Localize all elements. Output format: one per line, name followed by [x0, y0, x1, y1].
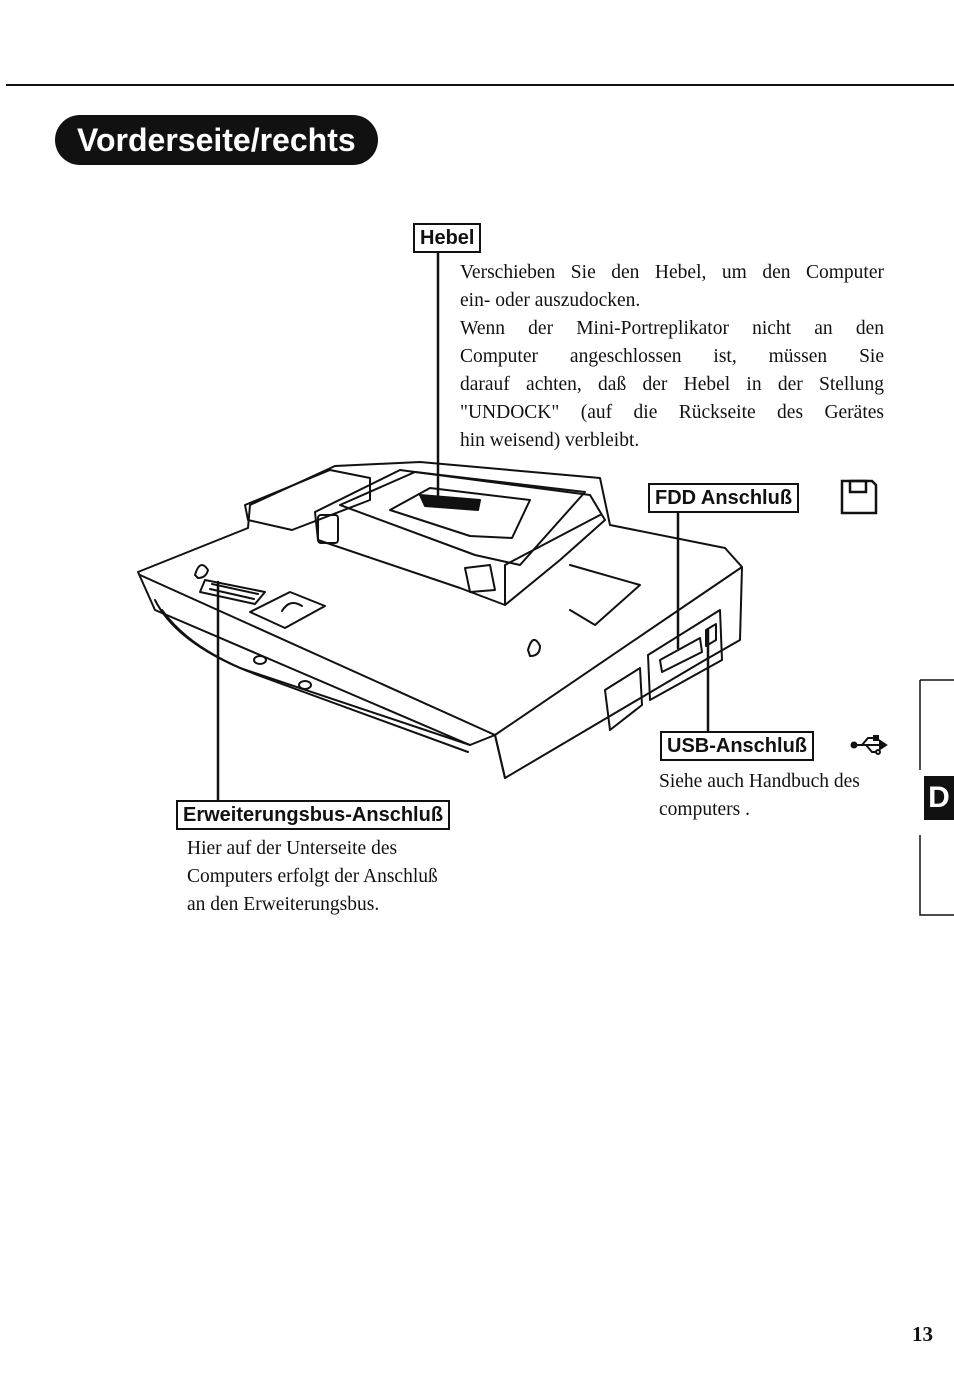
pin-center: [527, 639, 541, 657]
erweiterung-line: Computers erfolgt der Anschluß: [187, 866, 438, 887]
section-title: Vorderseite/rechts: [55, 115, 378, 165]
side-lock-lever: [604, 667, 643, 731]
front-led-1: [253, 655, 267, 665]
usb-label: USB-Anschluß: [660, 731, 814, 761]
dock-platform-top: [339, 471, 586, 566]
fdd-port: [659, 637, 703, 673]
usb-description: Siehe auch Handbuch des computers .: [659, 768, 909, 824]
hebel-line: Computer angeschlossen ist, müssen Sie: [460, 346, 884, 367]
usb-line: Siehe auch Handbuch des: [659, 771, 860, 792]
cover-plate: [249, 591, 326, 629]
usb-line: computers .: [659, 799, 750, 820]
dock-platform-side: [504, 514, 601, 606]
pin-left: [194, 564, 209, 579]
page-number: 13: [912, 1322, 933, 1346]
erweiterung-description: Hier auf der Unterseite des Computers er…: [187, 835, 507, 919]
erweiterung-line: an den Erweiterungsbus.: [187, 894, 380, 915]
hebel-line: hin weisend) verbleibt.: [460, 430, 640, 451]
expansion-connector: [199, 579, 266, 605]
hebel-line: "UNDOCK" (auf die Rückseite des Gerätes: [460, 402, 884, 423]
hebel-label: Hebel: [413, 223, 482, 253]
side-tab-frame: [919, 679, 954, 916]
right-edge: [494, 566, 743, 736]
side-tab-active: D: [924, 776, 954, 820]
lever-slot: [389, 487, 531, 539]
latch-left: [317, 514, 339, 544]
erweiterung-label: Erweiterungsbus-Anschluß: [176, 800, 451, 830]
hebel-line: Wenn der Mini-Portreplikator nicht an de…: [460, 318, 884, 339]
hebel-line: ein- oder auszudocken.: [460, 290, 641, 311]
rear-left-block: [244, 469, 371, 531]
side-tab-letter: D: [928, 781, 950, 814]
front-groove: [154, 599, 471, 746]
lever: [419, 494, 481, 511]
latch-right: [464, 564, 496, 593]
fdd-label: FDD Anschluß: [648, 483, 800, 513]
front-led-2: [298, 680, 312, 690]
front-groove-inner: [161, 609, 469, 753]
hebel-description: Verschieben Sie den Hebel, um den Comput…: [460, 259, 884, 455]
cover-clip: [281, 601, 303, 612]
hebel-line: darauf achten, daß der Hebel in der Stel…: [460, 374, 884, 395]
top-rule: [6, 84, 954, 86]
floppy-disk-icon: [840, 479, 878, 515]
right-shelf: [569, 564, 641, 626]
dock-platform: [314, 469, 606, 606]
right-port-panel: [647, 609, 723, 701]
usb-icon: [850, 735, 888, 755]
erweiterung-line: Hier auf der Unterseite des: [187, 838, 398, 859]
usb-port: [705, 623, 717, 647]
hebel-line: Verschieben Sie den Hebel, um den Comput…: [460, 262, 884, 283]
